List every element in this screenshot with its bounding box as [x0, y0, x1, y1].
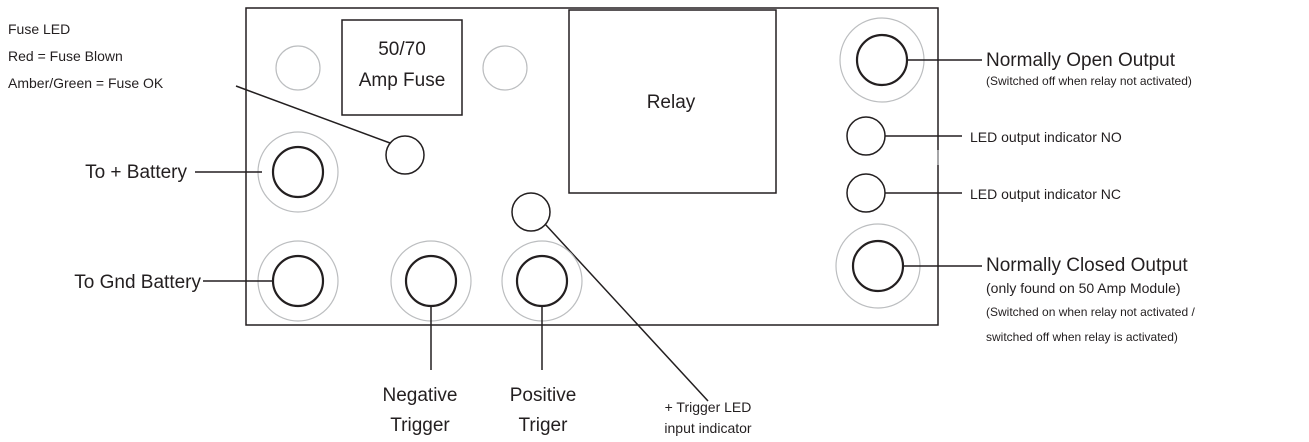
- battery-positive-ring: [257, 131, 339, 213]
- normally-open-label: Normally Open Output: [986, 50, 1176, 71]
- relay-box: [568, 9, 777, 194]
- normally-closed-terminal: [851, 239, 905, 293]
- to-gnd-battery-label: To Gnd Battery: [74, 272, 201, 293]
- normally-closed-note2: (Switched on when relay not activated /: [986, 305, 1195, 319]
- led-nc-indicator: [846, 173, 886, 213]
- trigger-led: [511, 192, 551, 232]
- fuse-led-note-line3: Amber/Green = Fuse OK: [8, 75, 164, 91]
- normally-open-terminal: [855, 33, 909, 87]
- fuse-mount-left: [275, 45, 321, 91]
- normally-closed-note3: switched off when relay is activated): [986, 330, 1178, 344]
- led-nc-label: LED output indicator NC: [970, 186, 1121, 202]
- positive-trigger-label-line1: Positive: [510, 385, 577, 406]
- fuse-mount-right: [482, 45, 528, 91]
- fuse-box: [341, 19, 463, 116]
- fuse-led-leader: [235, 85, 391, 144]
- relay-label: Relay: [647, 92, 696, 113]
- trigger-led-label-line1: + Trigger LED: [665, 399, 752, 415]
- battery-gnd-terminal: [271, 254, 325, 308]
- fuse-led-note-line2: Red = Fuse Blown: [8, 48, 123, 64]
- normally-closed-label: Normally Closed Output: [986, 255, 1188, 276]
- fuse-led-note-line1: Fuse LED: [8, 21, 70, 37]
- led-no-indicator: [846, 116, 886, 156]
- fuse-box-label-line2: Amp Fuse: [359, 70, 446, 91]
- normally-open-note: (Switched off when relay not activated): [986, 74, 1192, 88]
- battery-positive-terminal: [271, 145, 325, 199]
- positive-trigger-terminal: [515, 254, 569, 308]
- negative-trigger-label-line2: Trigger: [390, 415, 450, 436]
- to-positive-battery-label: To + Battery: [85, 162, 187, 183]
- fuse-box-label-line1: 50/70: [378, 39, 426, 60]
- trigger-led-label-line2: input indicator: [664, 420, 752, 436]
- led-no-label: LED output indicator NO: [970, 129, 1122, 145]
- positive-trigger-label-line2: Triger: [519, 415, 569, 436]
- negative-trigger-label-line1: Negative: [383, 385, 458, 406]
- fuse-led: [385, 135, 425, 175]
- board-outline: [245, 7, 939, 326]
- negative-trigger-terminal: [404, 254, 458, 308]
- trigger-led-leader: [544, 223, 709, 402]
- normally-closed-note1: (only found on 50 Amp Module): [986, 280, 1181, 296]
